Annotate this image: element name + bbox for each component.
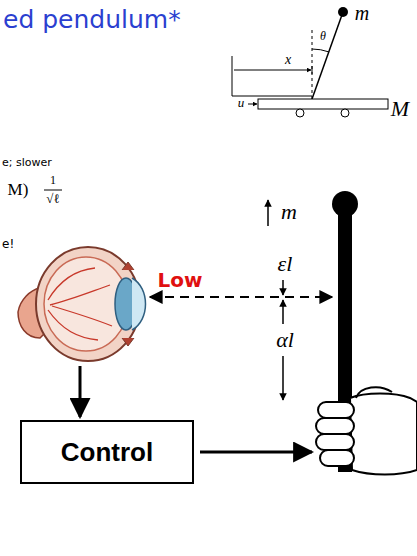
- alpha-arrow-down: [282, 356, 284, 400]
- epsilon-arrow: [282, 280, 284, 295]
- eye-illustration: [18, 247, 146, 361]
- fraction-bar: [44, 190, 62, 191]
- angle-label: θ: [320, 30, 326, 43]
- cart-wheel: [341, 109, 349, 117]
- note-text: e; slower: [2, 157, 52, 169]
- angle-arc: [312, 49, 329, 52]
- force-arrow: [248, 104, 257, 105]
- cart-mass-label: M: [391, 97, 409, 121]
- length-label: αl: [276, 328, 294, 352]
- mass-label: m: [281, 200, 297, 224]
- formula-denominator: √ℓ: [46, 192, 59, 206]
- pendulum-rod: [312, 12, 343, 99]
- formula-numerator: 1: [50, 174, 56, 187]
- stick-mass: [332, 191, 358, 217]
- eyeball: [36, 247, 140, 361]
- note-text: e!: [2, 238, 14, 251]
- cornea: [132, 278, 146, 330]
- wall-floor: [232, 56, 312, 96]
- finger: [316, 418, 354, 434]
- blood-vessels: [48, 268, 112, 340]
- eye-muscle: [122, 262, 134, 346]
- latency-label: Low: [158, 269, 203, 291]
- sensing-arrow: [79, 366, 82, 417]
- pendulum-mass: [338, 7, 348, 17]
- actuation-arrow: [200, 451, 312, 454]
- mass-arrow: [267, 200, 269, 226]
- box-label: Control: [61, 438, 153, 467]
- process-box: Control: [20, 420, 194, 484]
- finger: [318, 402, 354, 418]
- finger: [320, 450, 354, 466]
- slide-title: ed pendulum*: [3, 6, 181, 34]
- sight-arrow: [150, 296, 332, 298]
- formula-term: M): [8, 181, 29, 200]
- thumb: [356, 387, 392, 398]
- mass-label: m: [355, 2, 369, 24]
- cart-wheel: [296, 109, 304, 117]
- finger: [316, 434, 354, 450]
- length-label: εl: [278, 252, 293, 276]
- position-arrow: [234, 70, 311, 71]
- force-label: u: [238, 96, 245, 110]
- palm: [350, 394, 417, 475]
- position-label: x: [285, 52, 291, 67]
- alpha-arrow-up: [282, 300, 284, 324]
- cart: [258, 99, 388, 109]
- vertical-reference: [312, 28, 313, 99]
- hand-illustration: [316, 387, 417, 474]
